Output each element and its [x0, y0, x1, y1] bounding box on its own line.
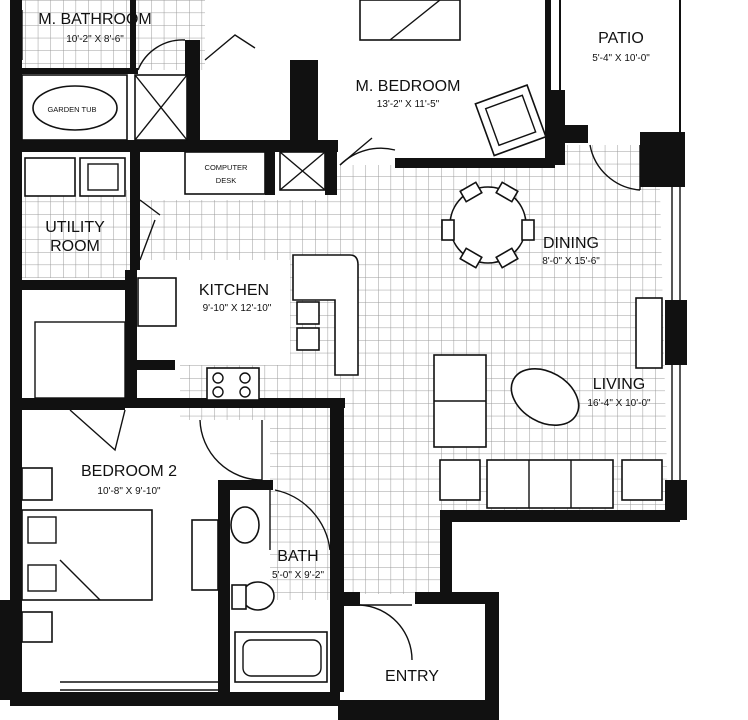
door-mbath-arc	[137, 39, 186, 71]
end-table-right	[621, 459, 663, 501]
dining-name: DINING	[543, 235, 599, 252]
door-closet-arc	[204, 34, 256, 61]
bedroom2-dresser	[191, 519, 219, 591]
bedroom2-name: BEDROOM 2	[81, 463, 177, 480]
living-dims: 16'-4" X 10'-0"	[587, 398, 651, 409]
living-sofa	[486, 459, 614, 509]
bedroom2-dims: 10'-8" X 9'-10"	[97, 486, 161, 497]
bedroom2-bed	[21, 509, 153, 601]
washer	[24, 157, 76, 197]
refrigerator	[137, 277, 177, 327]
tile-utility	[20, 190, 135, 278]
garden-tub	[32, 85, 118, 131]
master-chair	[474, 84, 547, 157]
dining-dims: 8'-0" X 15'-6"	[542, 256, 600, 267]
doors	[69, 34, 641, 661]
windows	[21, 0, 681, 691]
master-bed	[359, 0, 461, 41]
furniture	[21, 0, 663, 643]
bath-name: BATH	[277, 548, 318, 565]
nightstand-2	[21, 611, 53, 643]
door-entry-arc	[359, 604, 413, 661]
kitchen-dims: 9'-10" X 12'-10"	[203, 303, 272, 314]
kitchen-counter-right	[292, 254, 359, 376]
master-bath-name: M. BATHROOM	[38, 11, 151, 28]
tv-cabinet	[635, 297, 663, 369]
patio-dims: 5'-4" X 10'-0"	[592, 53, 650, 64]
living-name: LIVING	[593, 376, 645, 393]
entry-name: ENTRY	[385, 668, 439, 685]
computer-desk-label-1: COMPUTER	[205, 163, 249, 172]
kitchen-sink-1	[296, 301, 320, 325]
coffee-table	[510, 368, 580, 426]
labels: M. BATHROOM 10'-2" X 8'-6" GARDEN TUB M.…	[38, 11, 651, 685]
fixtures	[21, 74, 359, 683]
end-table-left	[439, 459, 481, 501]
door-patio-arc	[589, 144, 641, 191]
patio-name: PATIO	[598, 30, 644, 47]
computer-desk	[184, 151, 266, 195]
master-bed-name: M. BEDROOM	[356, 78, 461, 95]
kitchen-name: KITCHEN	[199, 282, 269, 299]
master-bed-dims: 13'-2" X 11'-5"	[377, 99, 440, 110]
door-bedroom2-arc	[199, 419, 263, 481]
door-bed2-closet-arc	[69, 409, 126, 452]
door-mbed-arc	[339, 147, 396, 166]
door-utility-arc	[139, 199, 161, 261]
utility-name-1: UTILITY	[45, 219, 105, 236]
walls	[0, 0, 687, 720]
nightstand-1	[21, 467, 53, 501]
bath-sink	[230, 506, 260, 544]
master-bath-dims: 10'-2" X 8'-6"	[66, 34, 124, 45]
garden-tub-label: GARDEN TUB	[47, 105, 96, 114]
computer-desk-label-2: DESK	[216, 176, 236, 185]
toilet	[241, 581, 275, 611]
utility-name-2: ROOM	[50, 238, 100, 255]
bath-dims: 5'-0" X 9'-2"	[272, 570, 325, 581]
door-bath-arc	[274, 489, 331, 551]
tile-master-bath	[20, 0, 205, 70]
kitchen-sink-2	[296, 327, 320, 351]
